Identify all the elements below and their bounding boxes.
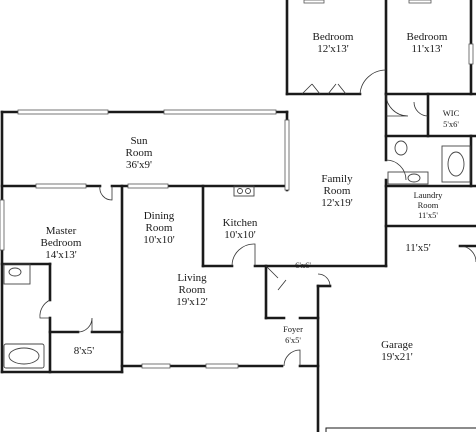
room-size: 10'x10'	[224, 229, 255, 241]
room-laundry: Laundry Room 11'x5'	[414, 190, 444, 220]
room-name: Bedroom	[407, 31, 448, 43]
room-size: 36'x9'	[126, 159, 152, 171]
room-name: Bedroom	[313, 31, 354, 43]
room-garage: Garage 19'x21'	[381, 339, 413, 363]
room-name-line2: Room	[324, 185, 351, 197]
room-family-room: Family Room 12'x19'	[321, 173, 353, 209]
room-name-line1: Laundry	[414, 190, 444, 200]
room-living: Living Room 19'x12'	[176, 272, 207, 308]
room-closet-8x5: 8'x5'	[74, 345, 94, 357]
room-storage: 11'x5'	[405, 242, 431, 254]
room-closet-6x6: 6'x6'	[295, 260, 311, 270]
room-size: 10'x10'	[143, 234, 174, 246]
room-size: 6'x6'	[295, 260, 311, 270]
room-size: 14'x13'	[45, 249, 76, 261]
room-wic: WIC 5'x6'	[443, 108, 460, 129]
room-size: 12'x13'	[317, 43, 348, 55]
windows	[0, 0, 474, 369]
room-foyer: Foyer 6'x5'	[283, 324, 303, 345]
room-name: WIC	[443, 108, 460, 118]
room-size: 5'x6'	[443, 119, 459, 129]
room-size: 11'x5'	[418, 210, 438, 220]
room-name-line1: Family	[321, 173, 353, 185]
room-size: 11'x13'	[411, 43, 442, 55]
room-master-bedroom: Master Bedroom 14'x13'	[41, 225, 82, 261]
room-size: 11'x5'	[405, 242, 431, 254]
room-name-line2: Room	[418, 200, 439, 210]
room-size: 19'x12'	[176, 296, 207, 308]
room-bedroom-b: Bedroom 11'x13'	[407, 31, 448, 55]
room-name-line1: Master	[46, 225, 77, 237]
room-size: 19'x21'	[381, 351, 412, 363]
room-name-line2: Room	[179, 284, 206, 296]
room-name-line2: Room	[126, 147, 153, 159]
room-name: Foyer	[283, 324, 303, 334]
room-name-line2: Bedroom	[41, 237, 82, 249]
room-kitchen: Kitchen 10'x10'	[223, 217, 258, 241]
room-bedroom-a: Bedroom 12'x13'	[313, 31, 354, 55]
room-name: Garage	[381, 339, 413, 351]
room-name-line1: Living	[177, 272, 207, 284]
room-size: 6'x5'	[285, 335, 301, 345]
doors	[39, 69, 476, 432]
room-sun-room: Sun Room 36'x9'	[126, 135, 153, 171]
room-name-line1: Sun	[130, 135, 148, 147]
room-size: 12'x19'	[321, 197, 352, 209]
room-labels: Bedroom 12'x13' Bedroom 11'x13' WIC 5'x6…	[41, 31, 460, 363]
fixtures	[3, 140, 471, 369]
room-name: Kitchen	[223, 217, 258, 229]
room-name-line2: Room	[146, 222, 173, 234]
room-dining: Dining Room 10'x10'	[143, 210, 175, 246]
room-name-line1: Dining	[144, 210, 175, 222]
room-size: 8'x5'	[74, 345, 94, 357]
